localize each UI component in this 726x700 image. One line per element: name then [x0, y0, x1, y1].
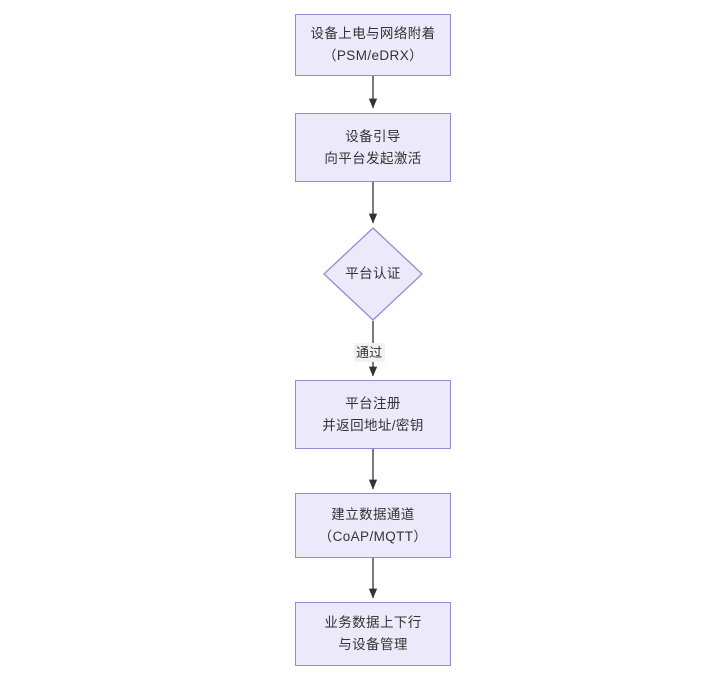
node-power-on[interactable]: 设备上电与网络附着 （PSM/eDRX） [295, 14, 451, 76]
node-service-data-line-2: 与设备管理 [338, 637, 408, 652]
node-platform-auth-label: 平台认证 [345, 266, 401, 281]
node-platform-register-line-1: 平台注册 [345, 395, 401, 411]
node-data-channel-line-2: （CoAP/MQTT） [318, 528, 428, 544]
node-power-on-line-1: 设备上电与网络附着 [310, 26, 436, 41]
diamond-shape [323, 227, 423, 321]
node-power-on-line-2: （PSM/eDRX） [322, 48, 424, 63]
node-bootstrap[interactable]: 设备引导 向平台发起激活 [295, 113, 451, 182]
node-platform-register-line-2: 并返回地址/密钥 [322, 417, 424, 433]
edge-label-pass: 通过 [354, 343, 385, 362]
node-service-data[interactable]: 业务数据上下行 与设备管理 [295, 602, 451, 666]
node-data-channel[interactable]: 建立数据通道 （CoAP/MQTT） [295, 493, 451, 558]
node-bootstrap-line-1: 设备引导 [345, 128, 401, 144]
node-platform-auth[interactable]: 平台认证 [323, 227, 423, 321]
node-platform-register[interactable]: 平台注册 并返回地址/密钥 [295, 380, 451, 449]
node-data-channel-line-1: 建立数据通道 [331, 506, 415, 522]
node-bootstrap-line-2: 向平台发起激活 [324, 150, 422, 166]
node-service-data-line-1: 业务数据上下行 [324, 615, 422, 630]
